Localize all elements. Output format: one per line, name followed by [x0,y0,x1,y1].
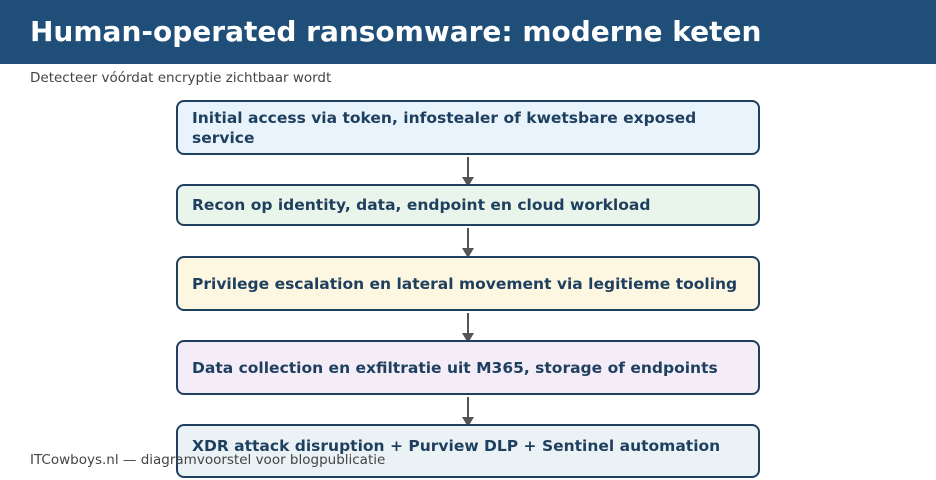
step-initial-access: Initial access via token, infostealer of… [176,100,760,155]
arrow-down-icon [462,157,474,187]
step-label: XDR attack disruption + Purview DLP + Se… [192,437,721,455]
footer-credit: ITCowboys.nl — diagramvoorstel voor blog… [30,452,386,468]
subtitle: Detecteer vóórdat encryptie zichtbaar wo… [30,70,332,86]
arrow-down-icon [462,228,474,258]
step-label: Initial access via token, infostealer of… [192,108,697,147]
step-recon: Recon op identity, data, endpoint en clo… [176,184,760,226]
step-xdr-response: XDR attack disruption + Purview DLP + Se… [176,424,760,478]
step-label: Privilege escalation en lateral movement… [192,274,738,293]
page-title: Human-operated ransomware: moderne keten [30,15,762,48]
title-banner: Human-operated ransomware: moderne keten [0,0,936,64]
arrow-down-icon [462,397,474,427]
step-data-exfiltration: Data collection en exfiltratie uit M365,… [176,340,760,395]
arrow-down-icon [462,313,474,343]
step-label: Recon op identity, data, endpoint en clo… [192,196,651,214]
step-privilege-escalation: Privilege escalation en lateral movement… [176,256,760,311]
step-label: Data collection en exfiltratie uit M365,… [192,358,718,377]
